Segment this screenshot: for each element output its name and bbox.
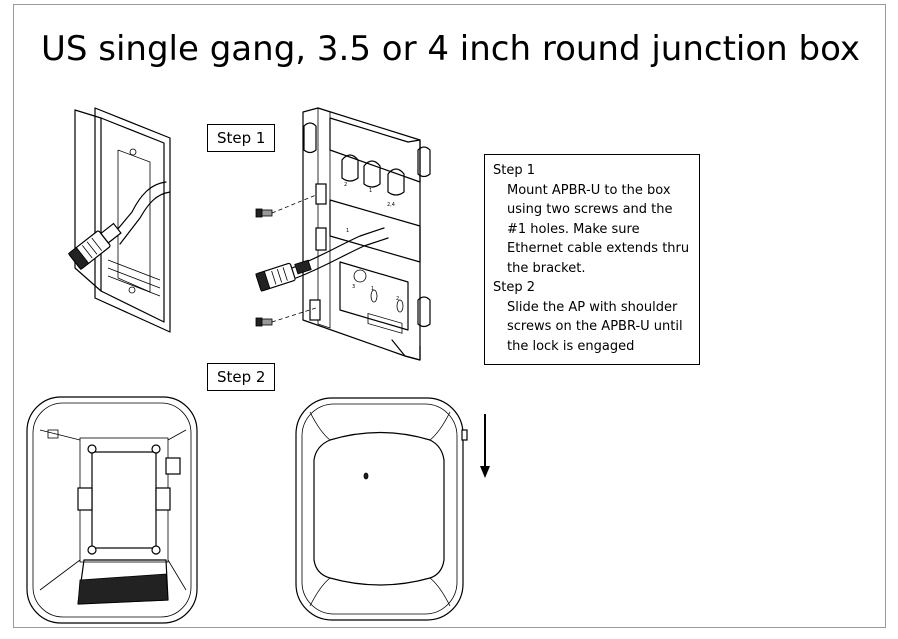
step-2-label: Step 2 bbox=[207, 363, 276, 391]
bracket-hole-label: 2 bbox=[344, 182, 347, 188]
instructions-box: Step 1 Mount APBR-U to the box using two… bbox=[484, 154, 700, 365]
access-point-back-view bbox=[26, 396, 198, 624]
instructions-step-2-text: Slide the AP with shoulder screws on the… bbox=[507, 299, 683, 354]
mounting-bracket-illustration: 2 1 2,4 1 3 1 2 bbox=[255, 107, 431, 361]
step-1-label: Step 1 bbox=[207, 124, 276, 152]
bracket-hole-label: 2,4 bbox=[387, 202, 395, 208]
slide-down-arrow-icon bbox=[480, 414, 490, 478]
instructions-step-1-text: Mount APBR-U to the box using two screws… bbox=[507, 182, 690, 276]
bracket-hole-label: 1 bbox=[369, 188, 372, 194]
diagram-slide: US single gang, 3.5 or 4 inch round junc… bbox=[13, 4, 886, 628]
bracket-hole-label: 1 bbox=[371, 286, 374, 292]
junction-box-illustration bbox=[67, 107, 171, 333]
page-title: US single gang, 3.5 or 4 inch round junc… bbox=[40, 29, 860, 69]
screw-icon bbox=[255, 194, 317, 218]
bracket-hole-label: 1 bbox=[346, 228, 349, 234]
screw-icon bbox=[255, 307, 317, 327]
instructions-step-2-heading: Step 2 bbox=[493, 280, 536, 295]
instructions-step-1-heading: Step 1 bbox=[493, 163, 536, 178]
access-point-front-view bbox=[295, 397, 468, 621]
bracket-hole-label: 3 bbox=[352, 284, 355, 290]
bracket-hole-label: 2 bbox=[396, 296, 399, 302]
